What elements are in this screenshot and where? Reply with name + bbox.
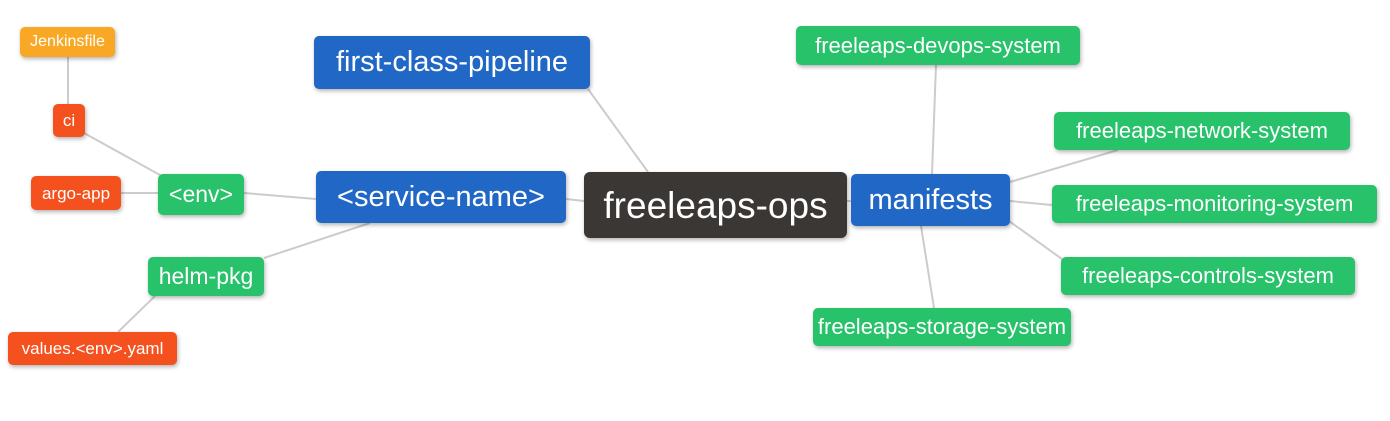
node-env[interactable]: <env> — [158, 174, 244, 215]
edge-manifests-devops — [931, 64, 937, 175]
edge-helm-pkg-values — [117, 295, 156, 333]
node-freeleaps-monitoring-system[interactable]: freeleaps-monitoring-system — [1052, 185, 1377, 223]
node-manifests[interactable]: manifests — [851, 174, 1010, 226]
edge-manifests-network — [1009, 149, 1119, 183]
edge-ci-env — [83, 132, 161, 176]
node-helm-pkg[interactable]: helm-pkg — [148, 257, 264, 296]
node-freeleaps-network-system[interactable]: freeleaps-network-system — [1054, 112, 1350, 150]
node-service-name[interactable]: <service-name> — [316, 171, 566, 223]
node-freeleaps-controls-system[interactable]: freeleaps-controls-system — [1061, 257, 1355, 295]
node-ci[interactable]: ci — [53, 104, 85, 137]
node-freeleaps-storage-system[interactable]: freeleaps-storage-system — [813, 308, 1071, 346]
edge-pipeline-freeleaps-ops — [587, 88, 649, 173]
node-values-env-yaml[interactable]: values.<env>.yaml — [8, 332, 177, 365]
node-argo-app[interactable]: argo-app — [31, 176, 121, 210]
edge-service-name-helm-pkg — [263, 222, 371, 259]
edge-manifests-monitoring — [1009, 200, 1053, 206]
edge-manifests-controls — [1008, 220, 1063, 260]
node-first-class-pipeline[interactable]: first-class-pipeline — [314, 36, 590, 89]
node-freeleaps-ops[interactable]: freeleaps-ops — [584, 172, 847, 238]
edge-service-name-ops — [565, 198, 585, 202]
node-jenkinsfile[interactable]: Jenkinsfile — [20, 27, 115, 57]
edge-env-service-name — [243, 192, 317, 200]
edge-manifests-storage — [920, 225, 935, 309]
node-freeleaps-devops-system[interactable]: freeleaps-devops-system — [796, 26, 1080, 65]
